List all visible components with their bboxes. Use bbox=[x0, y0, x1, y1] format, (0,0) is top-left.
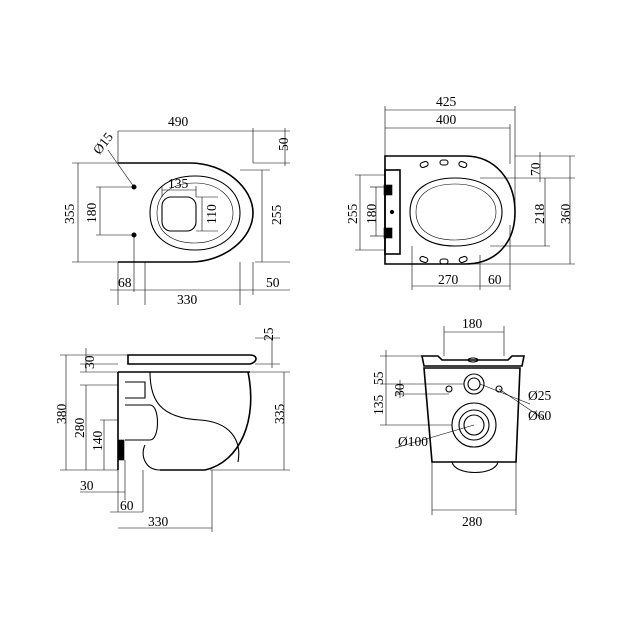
top-view-basin bbox=[161, 196, 197, 232]
dim-back-diameter-25: Ø25 bbox=[528, 388, 551, 403]
dim-seat-400: 400 bbox=[436, 112, 457, 127]
dim-side-380: 380 bbox=[54, 404, 69, 425]
dim-top-diameter-15: Ø15 bbox=[90, 129, 116, 157]
side-body bbox=[117, 371, 252, 471]
dim-seat-180: 180 bbox=[364, 204, 379, 225]
top-view-bowl-rim bbox=[149, 175, 241, 251]
dim-top-490: 490 bbox=[168, 114, 189, 129]
dim-top-355: 355 bbox=[62, 204, 77, 225]
dim-top-110: 110 bbox=[204, 204, 219, 224]
dim-top-180: 180 bbox=[84, 203, 99, 224]
dim-seat-70: 70 bbox=[528, 162, 543, 176]
top-view: 490 Ø15 50 355 180 135 110 255 68 330 50 bbox=[62, 114, 291, 307]
dim-back-diameter-60: Ø60 bbox=[528, 408, 551, 423]
dim-back-280: 280 bbox=[462, 514, 483, 529]
dim-top-255: 255 bbox=[269, 205, 284, 226]
back-outlet-inner bbox=[463, 414, 485, 436]
seat-opening-inner bbox=[415, 183, 497, 241]
hinge-upper bbox=[383, 184, 393, 196]
side-view: 25 30 380 280 140 335 30 60 330 bbox=[54, 327, 290, 532]
back-outlet-mid bbox=[458, 409, 490, 441]
dim-side-335: 335 bbox=[272, 404, 287, 425]
dim-side-30-bottom: 30 bbox=[80, 478, 94, 493]
back-seat-top bbox=[421, 355, 525, 367]
back-inlet-inner bbox=[467, 377, 481, 391]
seat-view: 425 400 255 180 70 218 360 270 60 bbox=[345, 94, 575, 290]
back-view: 180 55 135 30 Ø25 Ø60 Ø100 280 bbox=[371, 316, 551, 529]
seat-hinge-bar bbox=[384, 169, 401, 255]
dim-seat-360: 360 bbox=[558, 204, 573, 225]
dim-back-diameter-100: Ø100 bbox=[398, 434, 428, 449]
dim-side-25: 25 bbox=[261, 327, 276, 341]
dim-seat-218: 218 bbox=[532, 204, 547, 225]
hinge-lower bbox=[383, 227, 393, 239]
dim-top-50-upper: 50 bbox=[276, 137, 291, 151]
top-view-outline bbox=[118, 162, 254, 263]
side-trap bbox=[125, 381, 161, 471]
dim-top-330: 330 bbox=[177, 292, 198, 307]
dim-seat-425: 425 bbox=[436, 94, 457, 109]
dim-side-140: 140 bbox=[90, 431, 105, 452]
seat-opening bbox=[409, 177, 503, 247]
side-body-inner bbox=[149, 371, 240, 463]
side-seat bbox=[127, 354, 257, 365]
dim-top-135: 135 bbox=[168, 176, 189, 191]
dim-side-330: 330 bbox=[148, 514, 169, 529]
dim-seat-270: 270 bbox=[438, 272, 459, 287]
back-bolt-left bbox=[445, 385, 453, 393]
dim-seat-60: 60 bbox=[488, 272, 502, 287]
back-bolt-right bbox=[495, 385, 503, 393]
back-inlet-outer bbox=[463, 373, 485, 395]
top-view-bowl-inner bbox=[156, 182, 234, 244]
dim-back-55: 55 bbox=[371, 371, 386, 385]
dim-back-30: 30 bbox=[392, 383, 407, 397]
dim-back-135: 135 bbox=[371, 395, 386, 416]
dim-top-50-lower: 50 bbox=[266, 275, 280, 290]
dim-side-280: 280 bbox=[72, 418, 87, 439]
dim-side-60: 60 bbox=[120, 498, 134, 513]
dim-back-180: 180 bbox=[462, 316, 483, 331]
dim-top-68: 68 bbox=[118, 275, 132, 290]
dim-side-30-top: 30 bbox=[82, 355, 97, 369]
dim-seat-255: 255 bbox=[345, 204, 360, 225]
seat-outline bbox=[384, 155, 516, 265]
